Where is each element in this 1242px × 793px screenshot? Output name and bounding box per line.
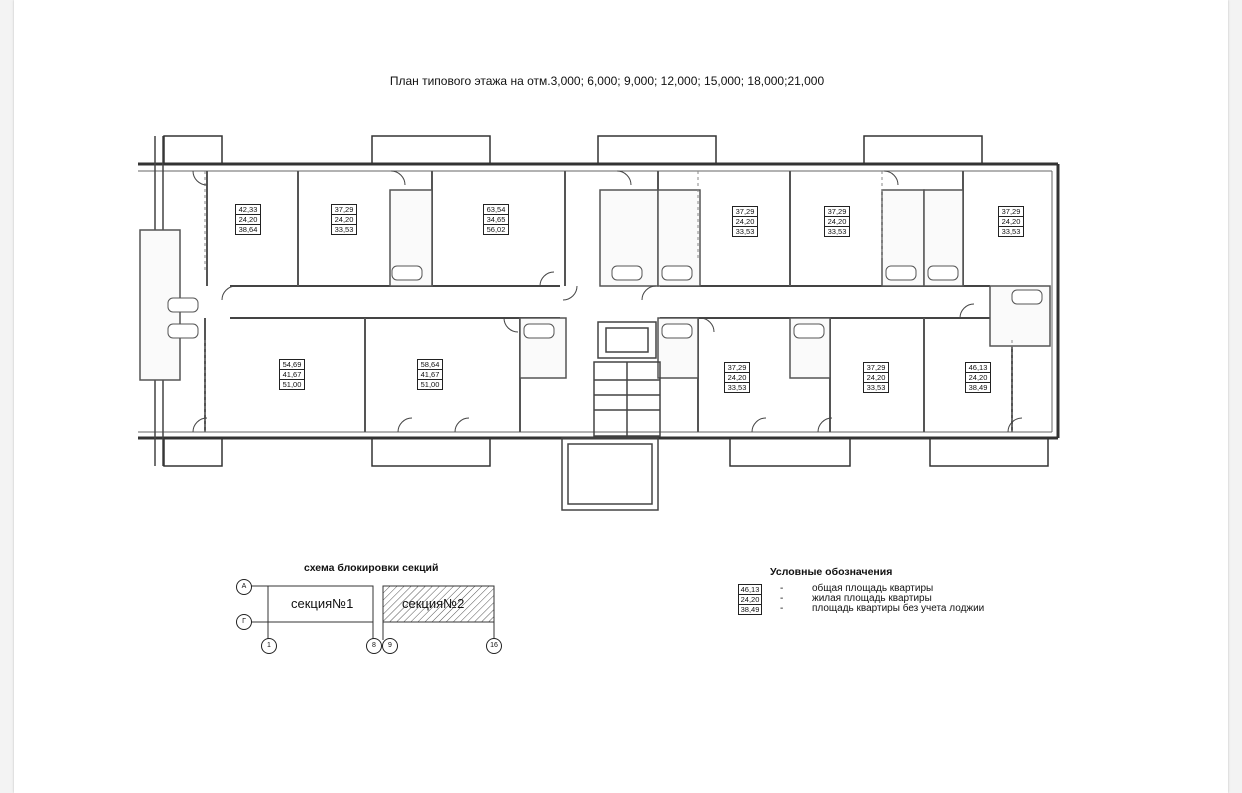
section-scheme [244,585,495,640]
door-swings [192,170,1023,433]
loggias-top [163,135,983,165]
plan-title: План типового этажа на отм.3,000; 6,000;… [389,74,825,88]
legend-text: площадь квартиры без учета лоджии [812,603,985,614]
legend-text: жилая площадь квартиры [812,593,932,604]
legend-text: общая площадь квартиры [812,583,934,594]
axis-marker-8: 8 [366,638,382,654]
legend-title: Условные обозначения [770,566,893,578]
axis-marker-g: Г [236,614,252,630]
loggias-bottom [163,437,1049,467]
legend-dash: - [780,583,784,594]
bathroom-blocks [139,189,1051,381]
section-2-label: секция№2 [402,596,465,611]
scheme-title: схема блокировки секций [304,562,439,574]
section-1-label: секция№1 [291,596,354,611]
axis-marker-a: А [236,579,252,595]
stair-core [561,321,661,511]
axis-marker-16: 16 [486,638,502,654]
bathtubs [167,265,1043,339]
legend-dash: - [780,593,784,604]
outer-walls-inner [138,170,1053,433]
corridor [230,285,990,319]
axis-marker-1: 1 [261,638,277,654]
legend-dash: - [780,603,784,614]
dashed-lines [204,171,1013,432]
drawing-sheet [14,0,1228,793]
axis-marker-9: 9 [382,638,398,654]
legend-box: 38,49 [738,604,762,615]
